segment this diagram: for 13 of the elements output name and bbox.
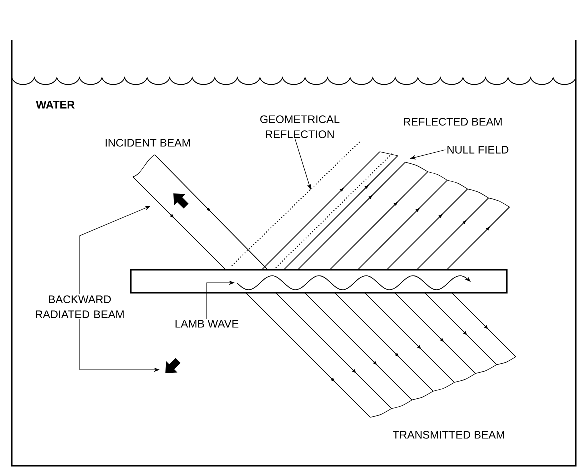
node-label: TRANSMITTED BEAM [393, 431, 504, 439]
node-label: REFLECTED BEAM [404, 118, 502, 126]
lamb-wave [236, 276, 471, 290]
leader-line [80, 206, 151, 295]
node-label: INCIDENT BEAM [106, 139, 190, 147]
incident-beam: INCIDENT BEAM [106, 139, 268, 270]
label-text: GEOMETRICAL REFLECTION [260, 116, 340, 138]
dotted-line [232, 142, 360, 266]
transmitted-beam: TRANSMITTED BEAM [246, 292, 516, 439]
label-text: WATER [36, 101, 75, 109]
label-text: BACKWARD RADIATED BEAM [36, 296, 124, 318]
label-text: LAMB WAVE [176, 320, 239, 328]
block-arrow [166, 358, 181, 374]
